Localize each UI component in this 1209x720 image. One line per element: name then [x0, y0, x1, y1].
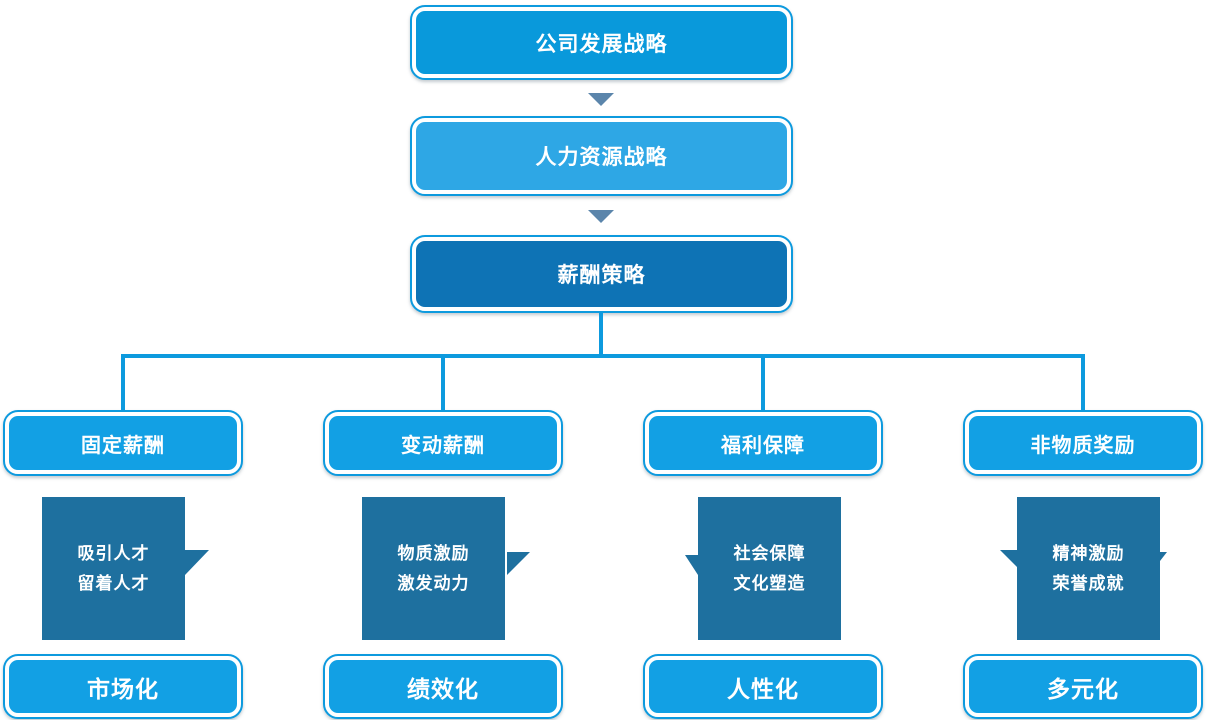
node-variable-pay-footer: 绩效化: [323, 654, 563, 719]
node-variable-pay-header-label: 变动薪酬: [329, 416, 557, 470]
detail-fixed-pay: 吸引人才 留着人才: [42, 497, 185, 640]
node-variable-pay-header: 变动薪酬: [323, 410, 563, 476]
node-non-material-header-label: 非物质奖励: [969, 416, 1197, 470]
node-non-material-header: 非物质奖励: [963, 410, 1203, 476]
node-welfare-footer: 人性化: [643, 654, 883, 719]
node-welfare-header: 福利保障: [643, 410, 883, 476]
connector-branch-4: [1081, 354, 1085, 410]
detail-line: 荣誉成就: [1052, 573, 1125, 594]
node-non-material-footer-label: 多元化: [969, 660, 1197, 713]
detail-line: 社会保障: [733, 543, 806, 564]
down-arrow-icon: [588, 210, 614, 223]
detail-non-material: 精神激励 荣誉成就: [1017, 497, 1160, 640]
node-hr-strategy: 人力资源战略: [410, 116, 793, 196]
node-compensation-strategy-label: 薪酬策略: [416, 241, 787, 307]
detail-line: 精神激励: [1052, 543, 1125, 564]
pointer-left-icon: [685, 555, 698, 575]
node-variable-pay-footer-label: 绩效化: [329, 660, 557, 713]
down-arrow-icon: [588, 93, 614, 106]
detail-line: 留着人才: [77, 573, 150, 594]
pointer-right-icon: [1160, 552, 1167, 561]
node-hr-strategy-label: 人力资源战略: [416, 122, 787, 190]
detail-line: 激发动力: [397, 573, 470, 594]
node-fixed-pay-header-label: 固定薪酬: [9, 416, 237, 470]
node-fixed-pay-footer-label: 市场化: [9, 660, 237, 713]
node-company-strategy-label: 公司发展战略: [416, 11, 787, 74]
connector-branch-1: [121, 354, 125, 410]
node-welfare-header-label: 福利保障: [649, 416, 877, 470]
detail-variable-pay: 物质激励 激发动力: [362, 497, 505, 640]
node-compensation-strategy: 薪酬策略: [410, 235, 793, 313]
detail-welfare: 社会保障 文化塑造: [698, 497, 841, 640]
detail-line: 文化塑造: [733, 573, 806, 594]
node-welfare-footer-label: 人性化: [649, 660, 877, 713]
pointer-left-icon: [1000, 550, 1017, 567]
node-company-strategy: 公司发展战略: [410, 5, 793, 80]
node-fixed-pay-footer: 市场化: [3, 654, 243, 719]
pointer-right-icon: [507, 552, 530, 575]
detail-line: 吸引人才: [77, 543, 150, 564]
pointer-right-icon: [185, 550, 209, 575]
connector-branch-2: [441, 354, 445, 410]
connector-crossbar: [121, 354, 1085, 358]
connector-branch-3: [761, 354, 765, 410]
node-fixed-pay-header: 固定薪酬: [3, 410, 243, 476]
node-non-material-footer: 多元化: [963, 654, 1203, 719]
detail-line: 物质激励: [397, 543, 470, 564]
connector-trunk: [599, 313, 603, 356]
